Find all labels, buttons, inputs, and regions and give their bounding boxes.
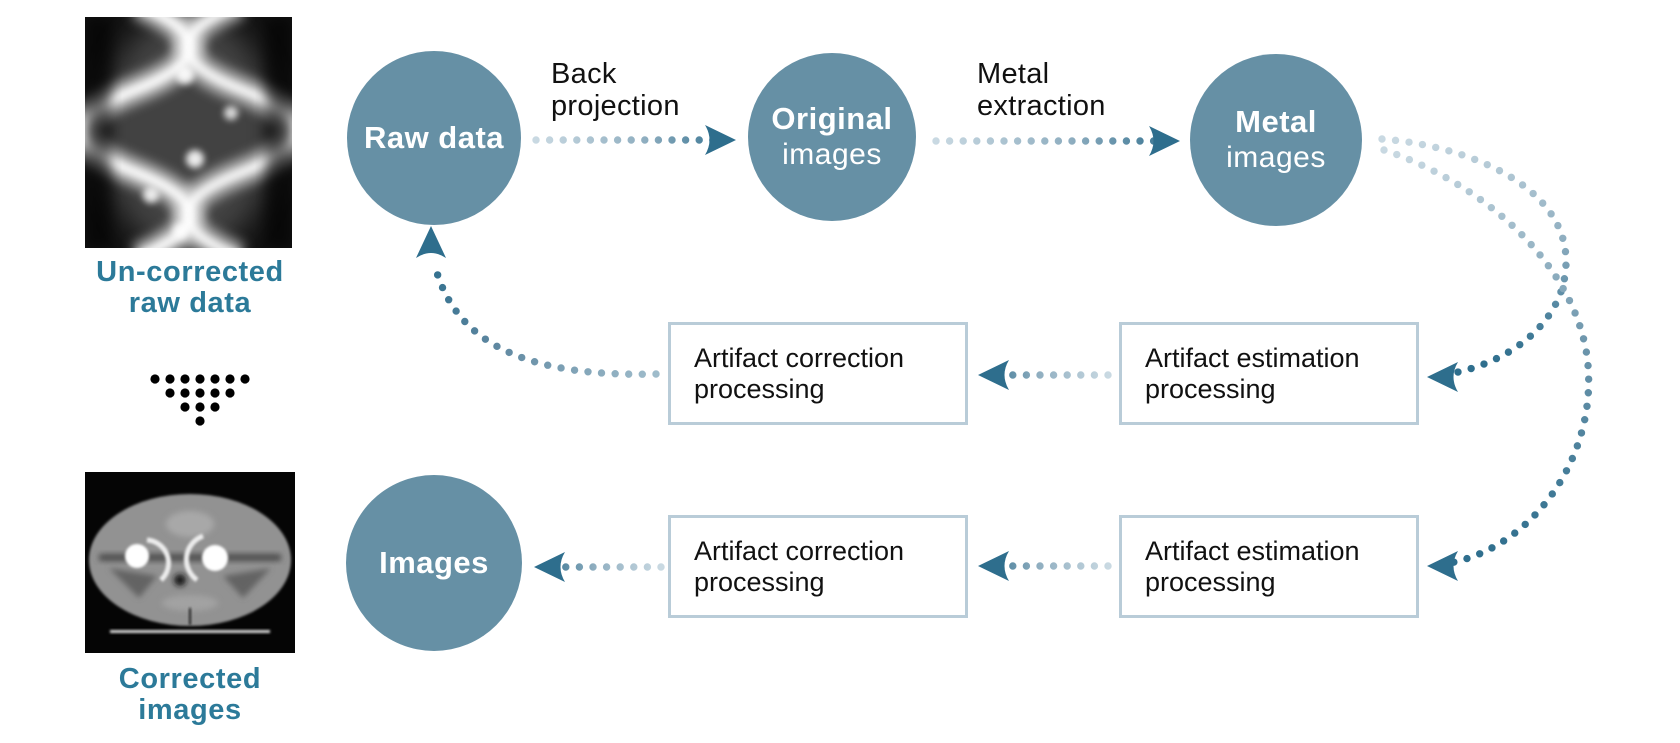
box-line: Artifact correction	[694, 535, 905, 566]
corrected-ct-image	[85, 472, 295, 653]
arrowhead-right-icon	[705, 125, 736, 155]
node-raw-data: Raw data	[347, 51, 521, 225]
caption-line: raw data	[128, 287, 252, 319]
node-label: images	[782, 138, 882, 171]
label-line: extraction	[977, 90, 1106, 122]
node-label: Metal	[1235, 104, 1317, 139]
arrow-correction-to-rawdata-dots	[431, 262, 660, 378]
node-label: Images	[379, 545, 489, 580]
node-label: Original	[771, 101, 893, 136]
label-line: Metal	[977, 58, 1050, 90]
uncorrected-raw-data-caption: Un-corrected raw data	[40, 257, 340, 319]
node-metal-images: Metal images	[1190, 54, 1362, 226]
arrowhead-left-icon	[1427, 551, 1458, 581]
arrowhead-left-icon	[1427, 362, 1458, 392]
caption-line: Un-corrected	[96, 256, 284, 288]
box-line: Artifact correction	[694, 342, 905, 373]
box-line: Artifact estimation	[1145, 342, 1360, 373]
box-artifact-correction-top: Artifact correction processing	[668, 322, 968, 425]
box-artifact-estimation-top: Artifact estimation processing	[1119, 322, 1419, 425]
box-line: processing	[694, 566, 825, 597]
metal-extraction-label: Metal extraction	[977, 58, 1106, 122]
node-images: Images	[346, 475, 522, 651]
arrowhead-right-icon	[1149, 126, 1180, 156]
arrowhead-left-icon	[978, 360, 1009, 390]
node-label: Raw data	[363, 120, 505, 155]
box-line: processing	[1145, 566, 1276, 597]
arrowhead-left-icon	[978, 551, 1009, 581]
box-line: processing	[694, 373, 825, 404]
dotted-down-arrow-icon	[150, 372, 250, 430]
box-line: Artifact estimation	[1145, 535, 1360, 566]
label-line: Back	[551, 58, 617, 90]
box-artifact-estimation-bottom: Artifact estimation processing	[1119, 515, 1419, 618]
box-line: processing	[1145, 373, 1276, 404]
back-projection-label: Back projection	[551, 58, 680, 122]
label-line: projection	[551, 90, 680, 122]
node-original-images: Original images	[748, 53, 916, 221]
corrected-images-caption: Corrected images	[40, 664, 340, 726]
arrowhead-up-icon	[416, 226, 446, 258]
caption-line: images	[138, 694, 242, 726]
box-artifact-correction-bottom: Artifact correction processing	[668, 515, 968, 618]
caption-line: Corrected	[118, 663, 262, 695]
arrowhead-left-icon	[534, 552, 565, 582]
uncorrected-raw-data-image	[85, 17, 292, 248]
node-label: images	[1226, 141, 1326, 174]
